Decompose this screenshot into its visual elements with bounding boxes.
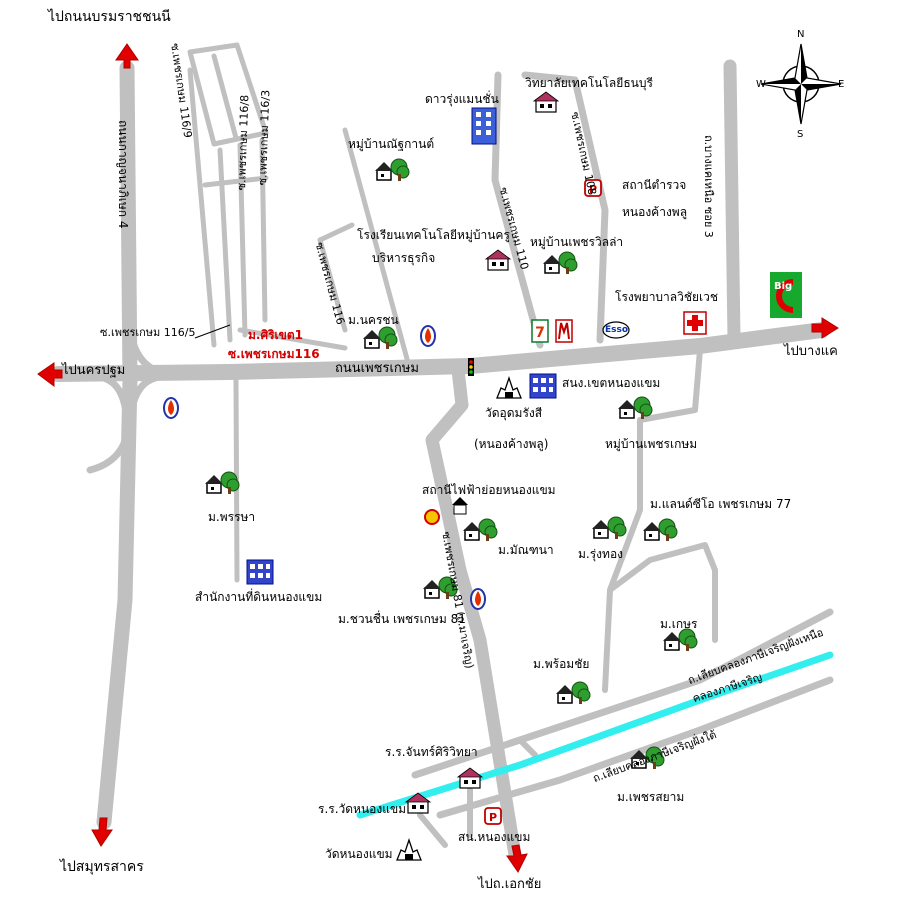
label-wat-udom: วัดอุดมรังสี bbox=[485, 406, 543, 420]
label-nong-khaem-police: สน.หนองแขม bbox=[458, 830, 531, 844]
svg-text:7: 7 bbox=[535, 325, 545, 341]
label-mb-nattakan: หมู่บ้านณัฐกานต์ bbox=[348, 137, 435, 151]
label-to-borommaratchachonnani: ไปถนนบรมราชชนนี bbox=[48, 9, 171, 25]
label-to-bang-khae: ไปบางแค bbox=[784, 344, 838, 359]
dao-rung-mansion-building bbox=[471, 107, 497, 145]
label-mb-phonrak: ม.พรรษา bbox=[208, 510, 256, 524]
big-c-logo: Big bbox=[774, 281, 793, 292]
label-soi-116-red: ซ.เพชรเกษม116 bbox=[228, 347, 320, 361]
label-mb-phet-villa: หมู่บ้านเพชรวิลล่า bbox=[530, 235, 624, 249]
label-to-samut-sakhon: ไปสมุทรสาคร bbox=[60, 859, 144, 875]
compass-e: E bbox=[838, 79, 845, 90]
label-wat-nong-khaem: วัดหนองแขม bbox=[325, 847, 393, 861]
label-mb-phet-siam: ม.เพชรสยาม bbox=[617, 790, 685, 804]
label-mb-phetkasem: หมู่บ้านเพชรเกษม bbox=[605, 437, 698, 451]
label-mb-land-and-house: ม.แลนด์ซีโอ เพชรเกษม 77 bbox=[650, 497, 792, 511]
arrow-north bbox=[115, 43, 139, 69]
label-soi-116-5: ซ.เพชรเกษม 116/5 bbox=[100, 326, 196, 339]
label-police-station: สถานีตำรวจ bbox=[622, 178, 687, 192]
compass-n: N bbox=[797, 29, 805, 40]
interchange-loop-3 bbox=[126, 326, 174, 378]
label-mb-nakhon-chon: ม.นครชน bbox=[348, 313, 399, 327]
label-district-office: สนง.เขตหนองแขม bbox=[562, 376, 661, 390]
label-mb-siri-khet: ม.ศิริเขต1 bbox=[248, 328, 303, 342]
compass-w: W bbox=[756, 79, 766, 90]
label-kanchanaphisek: ถนนกาญจนาภิเษก 4 bbox=[116, 120, 130, 229]
label-dao-rung-mansion: ดาวรุ่งแมนชั่น bbox=[425, 92, 499, 106]
label-mb-phrom-chai: ม.พร้อมชัย bbox=[533, 657, 590, 671]
label-to-nakhon-pathom: ไปนครปฐม bbox=[62, 363, 126, 378]
label-electric-substation: สถานีไฟฟ้าย่อยหนองแขม bbox=[422, 483, 556, 497]
esso-logo: Esso bbox=[605, 325, 629, 335]
label-to-ekkachai: ไปถ.เอกชัย bbox=[478, 877, 542, 892]
label-mb-manchana: ม.มัณฑนา bbox=[498, 543, 554, 557]
label-soi-116-8: ซ.เพชรเกษม 116/8 bbox=[234, 94, 252, 191]
label-school-chan: ร.ร.จันทร์ศิริวิทยา bbox=[385, 745, 478, 759]
label-tech-school: โรงเรียนเทคโนโลยีหมู่บ้านครู bbox=[357, 228, 510, 242]
label-tech-college: วิทยาลัยเทคโนโลยีธนบุรี bbox=[525, 76, 653, 90]
label-hospital: โรงพยาบาลวิชัยเวช bbox=[615, 290, 719, 304]
arrow-west bbox=[37, 362, 63, 387]
arrow-south-ekkachai bbox=[506, 844, 528, 873]
label-mb-rung-thong: ม.รุ่งทอง bbox=[578, 547, 624, 561]
label-school-wat: ร.ร.วัดหนองแขม bbox=[318, 802, 407, 816]
label-business-admin: บริหารธุรกิจ bbox=[372, 251, 436, 265]
soi-81-road bbox=[425, 363, 522, 862]
label-bang-khae-3: ถ.บางแคเหนือ ซอย 3 bbox=[702, 135, 715, 238]
label-wat-udom-sub: (หนองค้างพลู) bbox=[474, 437, 549, 451]
label-mb-chuan-chuen: ม.ชวนชื่น เพชรเกษม 81 bbox=[338, 612, 466, 626]
arrow-south bbox=[91, 817, 113, 847]
label-mb-kaset: ม.เกษร bbox=[660, 617, 698, 631]
kanchanaphisek-road bbox=[96, 60, 138, 830]
label-land-office: สำนักงานที่ดินหนองแขม bbox=[195, 590, 323, 604]
label-phetkasem-road: ถนนเพชรเกษม bbox=[335, 361, 419, 376]
arrow-east bbox=[811, 317, 839, 339]
canal-line bbox=[356, 651, 834, 819]
label-nong-khang-phlu: หนองค้างพลู bbox=[622, 205, 688, 219]
compass-s: S bbox=[797, 129, 804, 140]
label-soi-116-3: ซ.เพชรเกษม 116/3 bbox=[255, 89, 273, 186]
bang-khae-road-3 bbox=[723, 59, 741, 345]
